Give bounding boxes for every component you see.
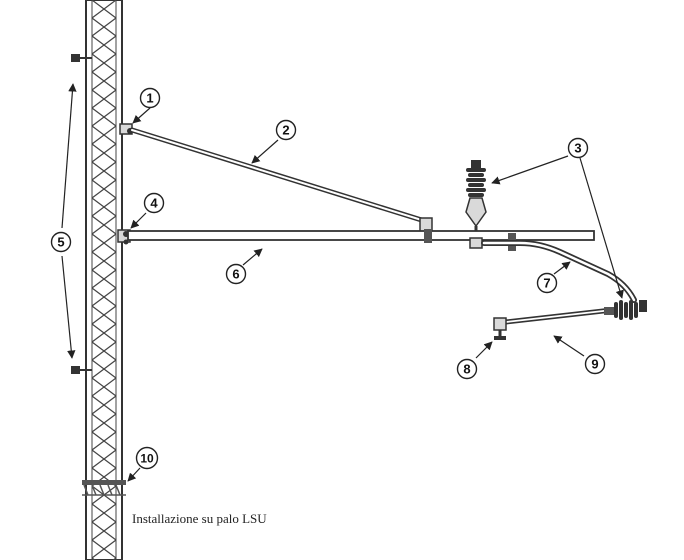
callout-10: 10: [135, 446, 159, 470]
lattice-bar: [91, 449, 117, 469]
pole-outline: [85, 0, 123, 560]
lattice-bar: [91, 395, 117, 415]
lattice-bar: [91, 287, 117, 307]
callout-8: 8: [456, 358, 478, 380]
diagram-caption: Installazione su palo LSU: [132, 511, 267, 526]
callout-3: 3: [567, 137, 589, 159]
lattice-bar: [91, 0, 117, 19]
registration-insulator: [614, 300, 647, 320]
stay-tube: [129, 127, 433, 233]
lattice-bar: [91, 215, 117, 235]
pole-base-bracket: [82, 480, 126, 496]
lattice-bar: [91, 197, 117, 217]
lattice-pole: [85, 0, 123, 560]
leader-arrows: [61, 83, 624, 482]
lattice-bar: [91, 161, 117, 181]
callout-1: 1: [139, 87, 161, 109]
lattice-bar: [91, 431, 117, 451]
lattice-bar: [91, 323, 117, 343]
callout-6-label: 6: [232, 267, 239, 282]
callout-9: 9: [584, 353, 606, 375]
lattice-bar: [91, 341, 117, 361]
pole-lattice: [91, 0, 117, 560]
lattice-bar: [91, 107, 117, 127]
lattice-bar: [91, 269, 117, 289]
callout-8-label: 8: [463, 362, 470, 377]
callout-4-label: 4: [150, 196, 158, 211]
lattice-bar: [91, 305, 117, 325]
lattice-bar: [91, 413, 117, 433]
callout-6: 6: [225, 263, 247, 285]
lattice-bar: [91, 71, 117, 91]
callout-2-label: 2: [282, 123, 289, 138]
callout-3-label: 3: [574, 141, 581, 156]
registration-tube: [469, 233, 637, 303]
callout-4: 4: [143, 192, 165, 214]
lattice-bar: [91, 53, 117, 73]
steady-arm: [503, 307, 615, 325]
callout-5-label: 5: [57, 235, 64, 250]
lattice-bar: [91, 143, 117, 163]
pole-clamp-top: [71, 54, 92, 62]
callout-5: 5: [50, 231, 72, 253]
lattice-bar: [91, 89, 117, 109]
lattice-bar: [91, 233, 117, 253]
lattice-bar: [91, 503, 117, 523]
contact-wire-clamp: [493, 317, 507, 340]
callouts: 1 2 3 4 5 6 7 8: [50, 87, 606, 470]
lattice-bar: [91, 17, 117, 37]
callout-7: 7: [536, 272, 558, 294]
callout-7-label: 7: [543, 276, 550, 291]
callout-9-label: 9: [591, 357, 598, 372]
lattice-bar: [91, 521, 117, 541]
lattice-bar: [91, 377, 117, 397]
lattice-bar: [91, 125, 117, 145]
lattice-bar: [91, 35, 117, 55]
lattice-bar: [91, 251, 117, 271]
lattice-bar: [91, 539, 117, 559]
callout-1-label: 1: [146, 91, 153, 106]
cantilever-tube: [127, 229, 595, 243]
lattice-bar: [91, 359, 117, 379]
callout-2: 2: [275, 119, 297, 141]
vertical-insulator: [465, 160, 487, 231]
pole-clamp-bottom: [71, 366, 92, 374]
lattice-bar: [91, 179, 117, 199]
callout-10-label: 10: [140, 452, 154, 466]
